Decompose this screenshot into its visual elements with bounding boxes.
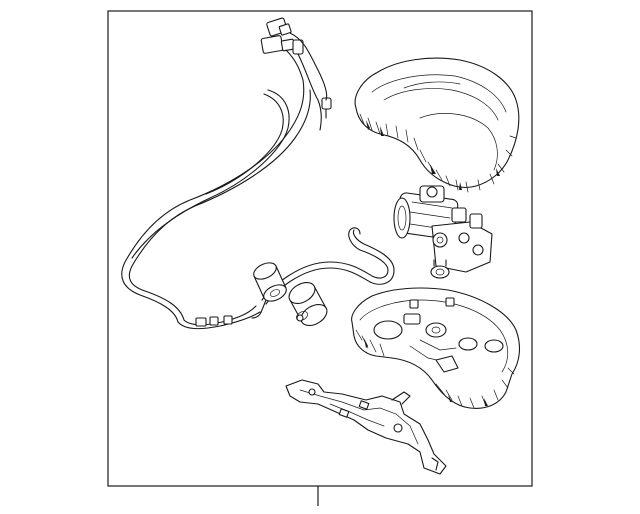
harness-clip: [195, 315, 233, 327]
diagram-frame: [107, 10, 533, 487]
air-dryer: [288, 281, 328, 327]
mounting-bracket: [285, 379, 447, 475]
air-compressor: [393, 185, 493, 279]
air-filter: [251, 262, 287, 319]
harness-connector-top: [260, 17, 304, 55]
wiring-harness: [121, 17, 332, 330]
compressor-cover: [354, 57, 520, 193]
air-line: [261, 227, 395, 305]
compressor-housing: [351, 287, 521, 409]
harness-connector-side: [321, 97, 332, 119]
